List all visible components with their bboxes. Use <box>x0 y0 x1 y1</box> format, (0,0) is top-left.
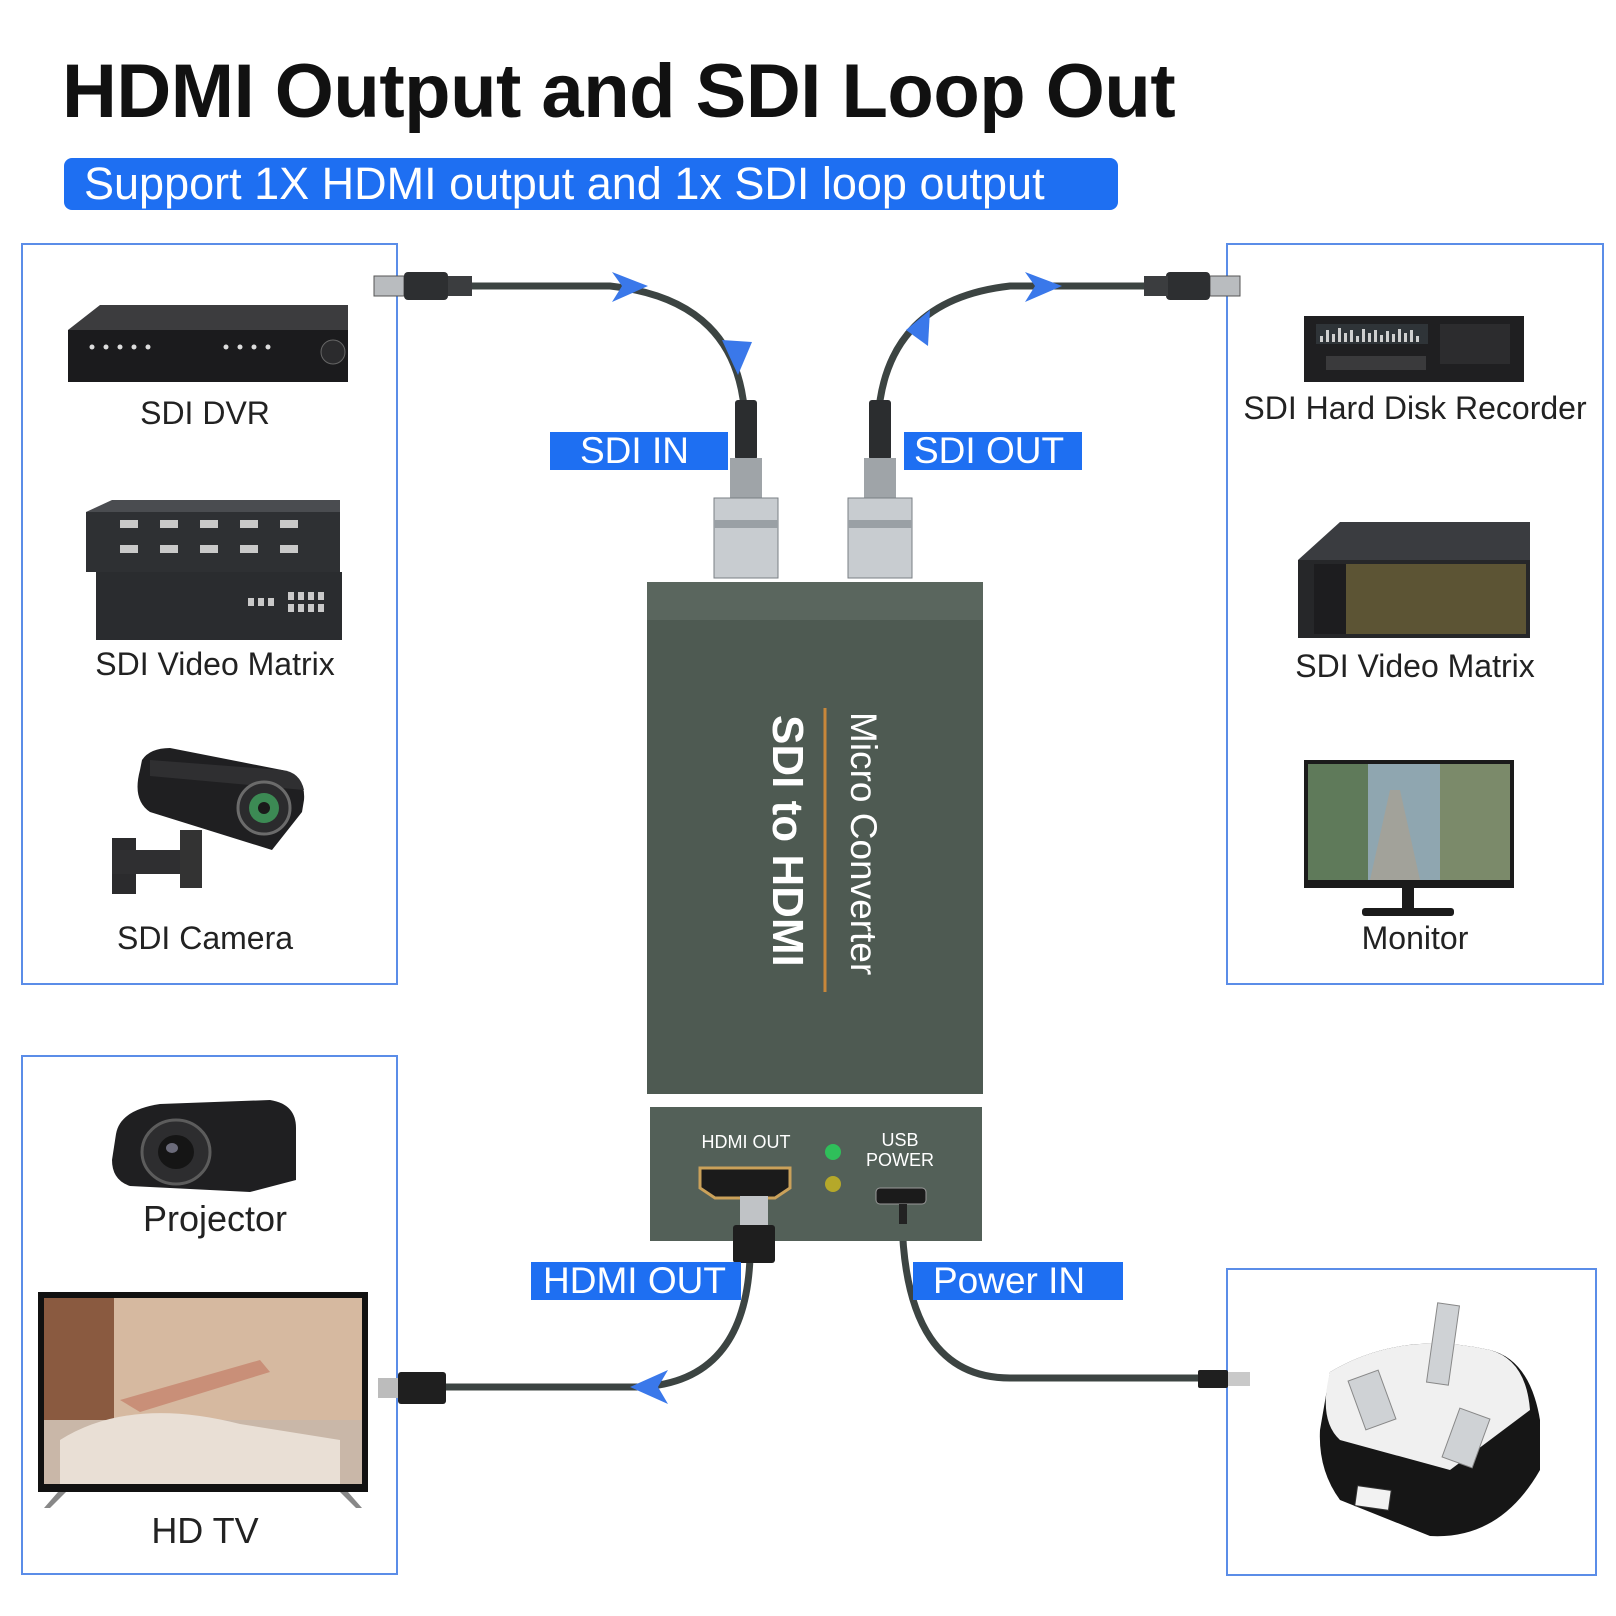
converter-body <box>647 582 983 1094</box>
uk-plug-adapter-icon <box>1319 1302 1540 1537</box>
label-projector: Projector <box>142 1198 288 1239</box>
video-matrix-left-icon <box>86 500 342 640</box>
bnc-out-connector-icon <box>847 400 913 579</box>
label-sdi-video-matrix-left: SDI Video Matrix <box>95 646 335 682</box>
power-cable <box>898 1214 1204 1382</box>
label-monitor: Monitor <box>1361 920 1469 956</box>
port-label-power: POWER <box>865 1150 934 1170</box>
arrow-sdi-out-up-icon <box>906 310 930 346</box>
usb-plug-icon <box>1198 1370 1250 1388</box>
hdmi-port-icon <box>698 1166 792 1200</box>
tag-power-in: Power IN <box>913 1262 1123 1300</box>
sdi-out-cable <box>874 282 1149 424</box>
label-hd-tv: HD TV <box>151 1510 259 1551</box>
monitor-icon <box>1304 760 1514 916</box>
sdi-in-cable <box>466 282 749 424</box>
hdmi-plug-tv-icon <box>378 1372 446 1404</box>
usb-port-icon <box>875 1187 927 1205</box>
label-sdi-video-matrix-right: SDI Video Matrix <box>1295 648 1535 684</box>
port-label-hdmi-out: HDMI OUT <box>701 1132 791 1152</box>
dvr-icon <box>68 305 348 382</box>
tag-sdi-out: SDI OUT <box>904 432 1082 470</box>
bnc-plug-left-icon <box>373 272 472 300</box>
label-sdi-hard-disk-recorder: SDI Hard Disk Recorder <box>1243 390 1587 426</box>
projector-icon <box>112 1100 296 1192</box>
arrow-hdmi-left-icon <box>630 1370 668 1404</box>
page-title: HDMI Output and SDI Loop Out <box>62 49 1176 134</box>
device-label-sdi-to-hdmi: SDI to HDMI <box>763 715 812 967</box>
tag-hdmi-out: HDMI OUT <box>531 1262 741 1300</box>
tv-icon <box>38 1292 368 1508</box>
led-yellow-icon <box>825 1176 841 1192</box>
label-sdi-dvr: SDI DVR <box>140 395 270 431</box>
arrow-sdi-in-down-icon <box>722 340 752 375</box>
led-green-icon <box>825 1144 841 1160</box>
video-matrix-right-icon <box>1298 522 1530 638</box>
hard-disk-recorder-icon <box>1304 316 1524 382</box>
flow-arrows <box>612 272 1062 1404</box>
tag-sdi-in: SDI IN <box>550 432 728 470</box>
label-sdi-camera: SDI Camera <box>116 920 294 956</box>
security-camera-icon <box>112 748 305 894</box>
port-label-usb: USB <box>881 1130 919 1150</box>
arrow-sdi-out-right-icon <box>1025 272 1062 302</box>
device-label-micro-converter: Micro Converter <box>843 712 884 976</box>
bnc-plug-right-icon <box>1144 272 1241 300</box>
subtitle-banner: Support 1X HDMI output and 1x SDI loop o… <box>64 158 1118 210</box>
bnc-in-connector-icon <box>713 400 779 579</box>
converter-end-panel <box>650 1107 982 1263</box>
arrow-sdi-in-icon <box>612 272 648 302</box>
